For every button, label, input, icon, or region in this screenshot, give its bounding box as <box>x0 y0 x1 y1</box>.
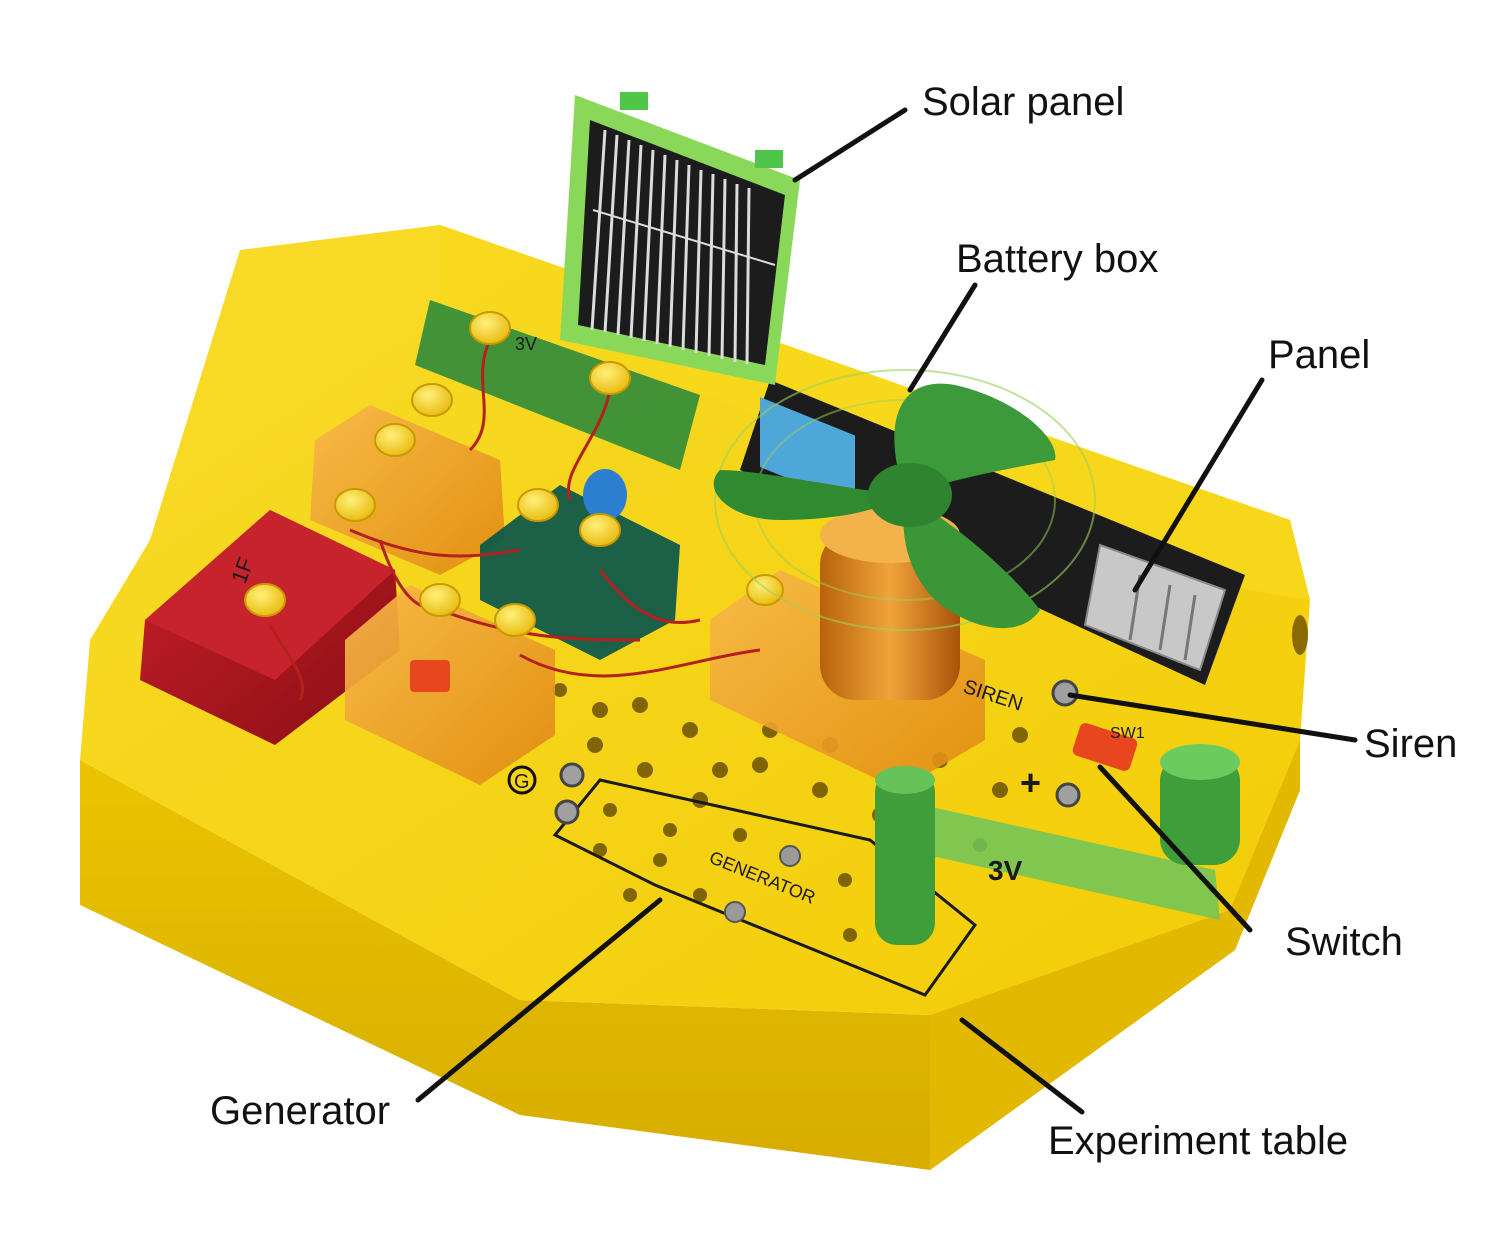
board-voltage-marking: 3V <box>988 855 1023 886</box>
label-experiment-table: Experiment table <box>1048 1119 1348 1163</box>
generator-crank: 3V <box>875 744 1240 945</box>
label-generator: Generator <box>210 1089 390 1133</box>
pushbutton-module <box>345 585 555 785</box>
label-panel: Panel <box>1268 333 1370 377</box>
leader-panel <box>1132 377 1265 593</box>
wires <box>268 339 761 701</box>
leader-generator <box>415 897 663 1103</box>
fan <box>713 369 1096 631</box>
switch: SW1 + <box>1020 723 1145 808</box>
pegboard-holes <box>553 683 1028 942</box>
leader-battery-box <box>907 282 978 393</box>
label-siren: Siren <box>1364 722 1457 766</box>
switch-marking: SW1 <box>1110 725 1145 742</box>
leader-lines <box>415 107 1358 1115</box>
ground-terminal: G <box>507 762 585 825</box>
label-switch: Switch <box>1285 920 1403 964</box>
solar-voltage-marking: 3V <box>515 334 537 354</box>
leader-experiment-table <box>959 1017 1085 1115</box>
label-solar-panel: Solar panel <box>922 80 1124 124</box>
leader-siren <box>1067 692 1358 743</box>
label-battery-box: Battery box <box>956 237 1158 281</box>
leader-solar-panel <box>792 107 908 183</box>
svg-text:+: + <box>1020 762 1041 803</box>
panel-strip <box>740 380 1245 685</box>
connector-pegs <box>244 311 784 637</box>
ground-marking: G <box>514 771 530 793</box>
callout-labels: Solar panel Battery box Panel Siren Swit… <box>210 80 1457 1163</box>
leader-switch <box>1097 764 1253 933</box>
